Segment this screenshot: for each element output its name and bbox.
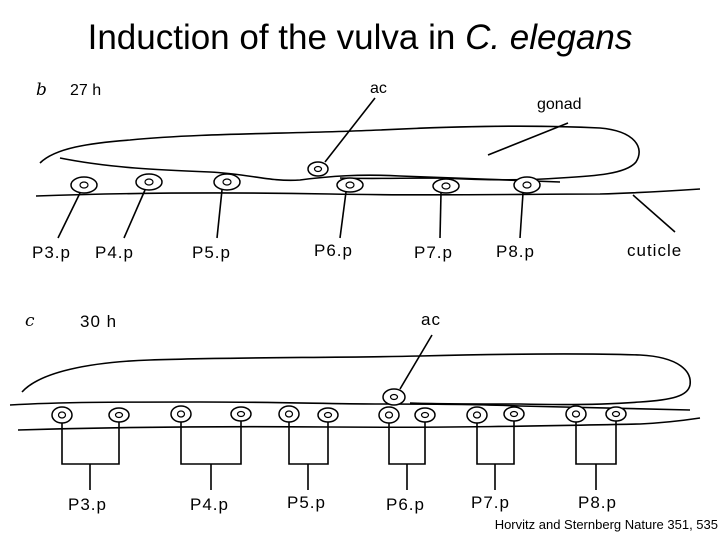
panel-c-cell-p3: P3.p: [51, 406, 130, 514]
panel-b-cell-p7: P7.p: [414, 178, 460, 262]
panel-c-label-p5: P5.p: [287, 493, 326, 512]
panel-b-gonad-label: gonad: [537, 96, 582, 113]
panel-b-ac-label: ac: [370, 80, 387, 97]
panel-c-gonad-outline: [21, 353, 691, 406]
panel-c-cell-p4: P4.p: [170, 405, 252, 514]
panel-b-label-p7: P7.p: [414, 243, 453, 262]
panel-b-label-p6: P6.p: [314, 241, 353, 260]
title-species: C. elegans: [465, 18, 633, 57]
panel-b-gonad-pointer: [487, 122, 569, 156]
panel-b-gonad-outline: [39, 125, 640, 181]
panel-c-cell-p7: P7.p: [466, 406, 525, 512]
panel-c-ac-pointer: [399, 334, 433, 390]
title-text: Induction of the vulva in: [87, 18, 466, 57]
panel-b-label-p5: P5.p: [192, 243, 231, 262]
panel-b-ac-pointer: [324, 97, 376, 163]
panel-b-letter: b: [36, 80, 47, 100]
panel-c-label-p8: P8.p: [578, 493, 617, 512]
panel-b-time: 27 h: [70, 82, 101, 99]
panel-c-cell-p6: P6.p: [378, 406, 436, 514]
panel-c: c 30 h ac P3.p P4.p: [9, 310, 701, 514]
panel-b-ventral-line: [59, 157, 561, 183]
panel-b-label-p3: P3.p: [32, 243, 71, 262]
panel-c-cell-p8: P8.p: [565, 405, 627, 512]
slide-title: Induction of the vulva in C. elegans: [0, 18, 720, 58]
panel-c-letter: c: [25, 311, 35, 331]
panel-c-ac-label: ac: [421, 310, 441, 329]
panel-c-label-p7: P7.p: [471, 493, 510, 512]
panel-c-time: 30 h: [80, 312, 117, 331]
panel-b-cuticle-line: [35, 188, 701, 197]
panel-c-cell-p5: P5.p: [278, 405, 339, 512]
panel-b-label-p4: P4.p: [95, 243, 134, 262]
panel-c-anchor-cell-nucleus: [389, 393, 399, 401]
panel-b-anchor-cell-nucleus: [313, 165, 323, 173]
panel-b-cuticle-pointer: [632, 194, 676, 233]
panel-b-cell-p6: P6.p: [314, 177, 364, 260]
panel-b: b 27 h ac gonad cuticle P3.p P4.p: [32, 80, 701, 262]
panel-b-cell-p5: P5.p: [192, 173, 241, 262]
panel-c-label-p4: P4.p: [190, 495, 229, 514]
panel-b-cell-p3: P3.p: [32, 176, 98, 262]
panel-b-cuticle-label: cuticle: [627, 241, 682, 260]
panel-c-label-p6: P6.p: [386, 495, 425, 514]
panel-c-ventral-line: [9, 401, 691, 411]
panel-b-cell-p4: P4.p: [95, 173, 163, 262]
panel-c-cuticle-line: [17, 417, 701, 431]
citation: Horvitz and Sternberg Nature 351, 535: [494, 517, 718, 532]
panel-b-cell-p8: P8.p: [496, 176, 541, 261]
panel-c-label-p3: P3.p: [68, 495, 107, 514]
panel-b-label-p8: P8.p: [496, 242, 535, 261]
